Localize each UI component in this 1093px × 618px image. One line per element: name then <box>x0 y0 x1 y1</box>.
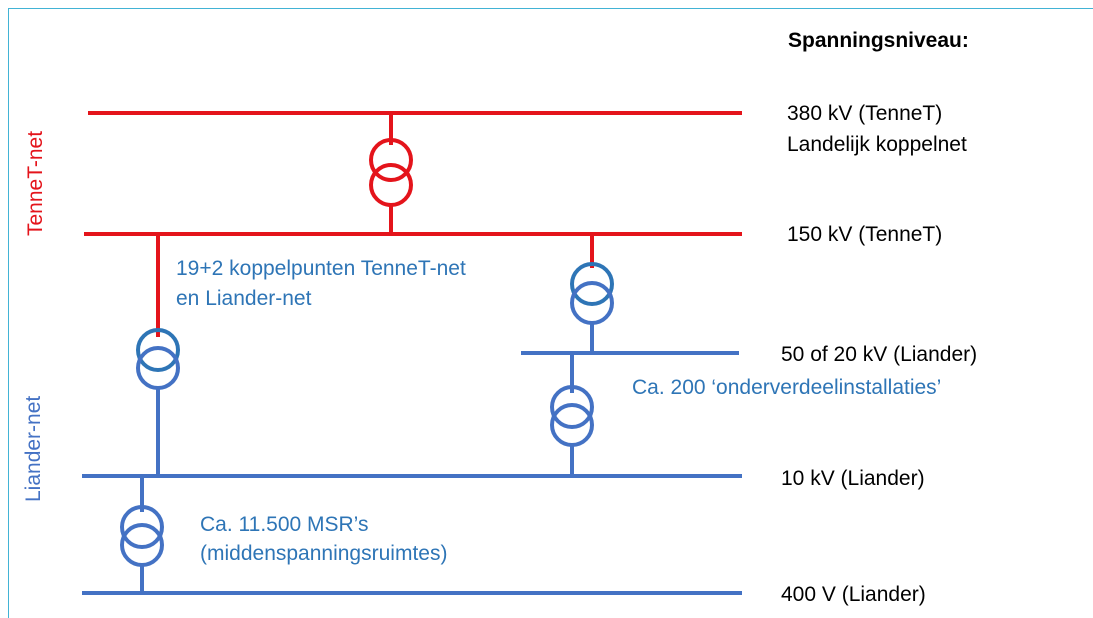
transformer-coil-upper <box>550 385 594 429</box>
transformer-150-50-coupling <box>570 236 614 351</box>
frame-top-border <box>8 8 1093 9</box>
level-150kv-label: 150 kV (TenneT) <box>787 223 943 246</box>
transformer-coil-lower <box>369 163 413 207</box>
tennet-network-label: TenneT-net <box>24 130 47 236</box>
transformer-coil-upper <box>120 505 164 549</box>
koppelpunten-annotation-line2: en Liander-net <box>176 287 312 310</box>
transformer-150-10-coupling <box>136 236 180 474</box>
transformer-coil-upper <box>369 138 413 182</box>
msr-annotation-line1: Ca. 11.500 MSR’s <box>200 513 369 536</box>
onderverdeel-annotation: Ca. 200 ‘onderverdeelinstallaties’ <box>632 376 942 399</box>
level-50-20kv-label: 50 of 20 kV (Liander) <box>781 343 978 366</box>
level-380kv-label: 380 kV (TenneT) <box>787 102 943 125</box>
level-400v-label: 400 V (Liander) <box>781 583 926 606</box>
msr-annotation-line2: (middenspanningsruimtes) <box>200 542 448 565</box>
transformer-coil-upper <box>570 262 614 306</box>
transformer-coil-upper <box>136 328 180 372</box>
voltage-level-header: Spanningsniveau: <box>788 29 969 52</box>
transformer-10-04-msr <box>120 478 164 591</box>
liander-network-label: Liander-net <box>22 395 45 502</box>
transformer-380-150 <box>369 115 413 232</box>
level-10kv-label: 10 kV (Liander) <box>781 467 925 490</box>
level-380kv-sublabel: Landelijk koppelnet <box>787 133 967 156</box>
frame-left-border <box>8 8 9 618</box>
koppelpunten-annotation-line1: 19+2 koppelpunten TenneT-net <box>176 257 466 280</box>
transformer-50-10 <box>550 355 594 474</box>
